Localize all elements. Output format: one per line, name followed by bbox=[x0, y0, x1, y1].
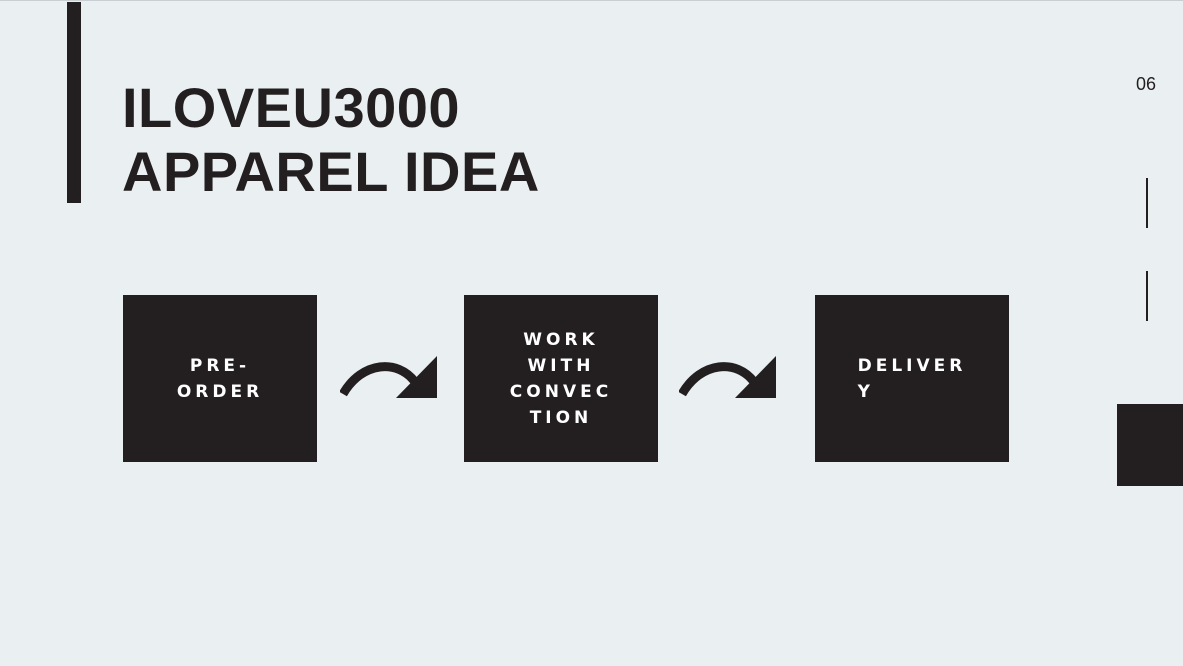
flow-step-label: PRE- ORDER bbox=[177, 353, 263, 405]
slide-top-border bbox=[0, 0, 1183, 1]
decorative-vertical-line bbox=[1146, 178, 1148, 228]
flow-step-work-with-convection: WORK WITH CONVEC TION bbox=[464, 295, 658, 462]
slide-title: ILOVEU3000 APPAREL IDEA bbox=[122, 76, 540, 204]
flow-step-label-line: WORK bbox=[523, 329, 599, 350]
curved-arrow-right-icon bbox=[340, 356, 437, 398]
flow-step-label-line: PRE- bbox=[189, 355, 251, 376]
flow-step-label-line: ORDER bbox=[176, 381, 264, 402]
slide-title-line-1: ILOVEU3000 bbox=[122, 76, 461, 139]
curved-arrow-right-icon bbox=[679, 356, 776, 398]
flow-step-label-line: Y bbox=[857, 381, 874, 402]
flow-step-delivery: DELIVER Y bbox=[815, 295, 1009, 462]
title-accent-bar bbox=[67, 2, 81, 203]
slide-title-line-2: APPAREL IDEA bbox=[122, 140, 540, 203]
flow-step-pre-order: PRE- ORDER bbox=[123, 295, 317, 462]
flow-step-label: DELIVER Y bbox=[858, 353, 967, 405]
flow-step-label-line: CONVEC bbox=[509, 381, 613, 402]
page-number: 06 bbox=[1136, 74, 1157, 94]
flow-step-label: WORK WITH CONVEC TION bbox=[510, 327, 612, 431]
decorative-corner-block bbox=[1117, 404, 1183, 486]
flow-step-label-line: DELIVER bbox=[857, 355, 967, 376]
decorative-vertical-line bbox=[1146, 271, 1148, 321]
flow-step-label-line: TION bbox=[529, 407, 593, 428]
flow-step-label-line: WITH bbox=[527, 355, 595, 376]
